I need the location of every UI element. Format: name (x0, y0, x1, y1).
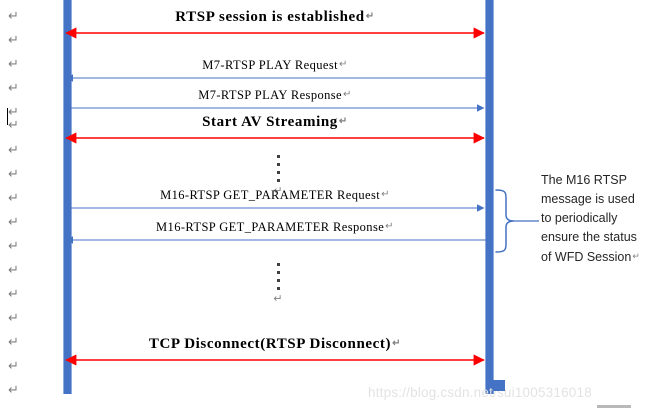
ellipsis-lower: ↵ (268, 258, 288, 305)
paragraph-mark: ↵ (381, 189, 390, 200)
ellipsis-dot (276, 171, 280, 174)
paragraph-mark: ↵ (338, 59, 348, 70)
annotation-line: ensure the status (541, 230, 637, 244)
ellipsis-dot (276, 163, 280, 166)
ellipsis-dot (276, 155, 280, 158)
message-label: Start AV Streaming↵ (202, 114, 348, 130)
paragraph-mark: ↵ (632, 251, 640, 261)
margin-paragraph-marks: ↵ ↵ ↵ ↵ ↵ ↵ ↵ ↵ ↵ ↵ ↵ ↵ ↵ ↵ ↵ ↵ ↵ (0, 0, 40, 413)
ellipsis-dot (276, 263, 280, 266)
paragraph-mark: ↵ (8, 358, 19, 373)
ellipsis-dot (276, 287, 280, 290)
message-label: M7-RTSP PLAY Request↵ (202, 58, 348, 72)
paragraph-mark: ↵ (8, 117, 19, 132)
paragraph-mark: ↵ (8, 56, 19, 71)
paragraph-mark: ↵ (8, 104, 19, 119)
annotation-line: The M16 RTSP (541, 173, 627, 187)
paragraph-mark: ↵ (343, 89, 352, 100)
paragraph-mark: ↵ (8, 382, 19, 397)
paragraph-mark: ↵ (365, 11, 375, 22)
paragraph-mark: ↵ (8, 286, 19, 301)
watermark-bar (597, 405, 631, 408)
message-arrow-both (65, 354, 485, 366)
paragraph-mark: ↵ (8, 142, 19, 157)
paragraph-mark: ↵ (338, 116, 348, 127)
paragraph-mark: ↵ (273, 185, 283, 197)
left-lifeline (63, 0, 72, 394)
ellipsis-dot (276, 271, 280, 274)
paragraph-mark: ↵ (8, 80, 19, 95)
annotation-line-last: of WFD Session↵ (541, 250, 640, 264)
paragraph-mark: ↵ (8, 310, 19, 325)
paragraph-mark: ↵ (8, 8, 19, 23)
message-label: M16-RTSP GET_PARAMETER Response↵ (156, 220, 394, 234)
ellipsis-dot (276, 179, 280, 182)
paragraph-mark: ↵ (8, 166, 19, 181)
message-arrow-left (65, 74, 486, 82)
message-label: RTSP session is established↵ (175, 9, 375, 25)
annotation-text: The M16 RTSP message is used to periodic… (541, 171, 645, 267)
right-lifeline (485, 0, 494, 394)
paragraph-mark: ↵ (8, 32, 19, 47)
paragraph-mark: ↵ (273, 293, 283, 305)
brace-icon (495, 189, 539, 253)
paragraph-mark: ↵ (8, 238, 19, 253)
paragraph-mark: ↵ (392, 338, 402, 349)
message-arrow-right (64, 204, 485, 212)
message-label: M7-RTSP PLAY Response↵ (198, 88, 352, 102)
annotation-line: to periodically (541, 211, 618, 225)
paragraph-mark: ↵ (8, 334, 19, 349)
message-label: TCP Disconnect(RTSP Disconnect)↵ (148, 336, 402, 352)
annotation-brace (495, 188, 543, 254)
message-arrow-both (65, 27, 485, 39)
message-arrow-right (64, 104, 485, 112)
paragraph-mark: ↵ (385, 221, 394, 232)
text-caret (7, 108, 8, 125)
message-arrow-left (65, 236, 486, 244)
watermark-badge (493, 380, 505, 391)
ellipsis-upper: ↵ (268, 150, 288, 197)
message-arrow-both (65, 132, 485, 144)
paragraph-mark: ↵ (8, 262, 19, 277)
paragraph-mark: ↵ (8, 190, 19, 205)
message-label: M16-RTSP GET_PARAMETER Request↵ (160, 188, 390, 202)
annotation-line: message is used (541, 192, 635, 206)
paragraph-mark: ↵ (8, 214, 19, 229)
ellipsis-dot (276, 279, 280, 282)
watermark: https://blog.csdn.net/sui1005316018 (368, 385, 592, 400)
